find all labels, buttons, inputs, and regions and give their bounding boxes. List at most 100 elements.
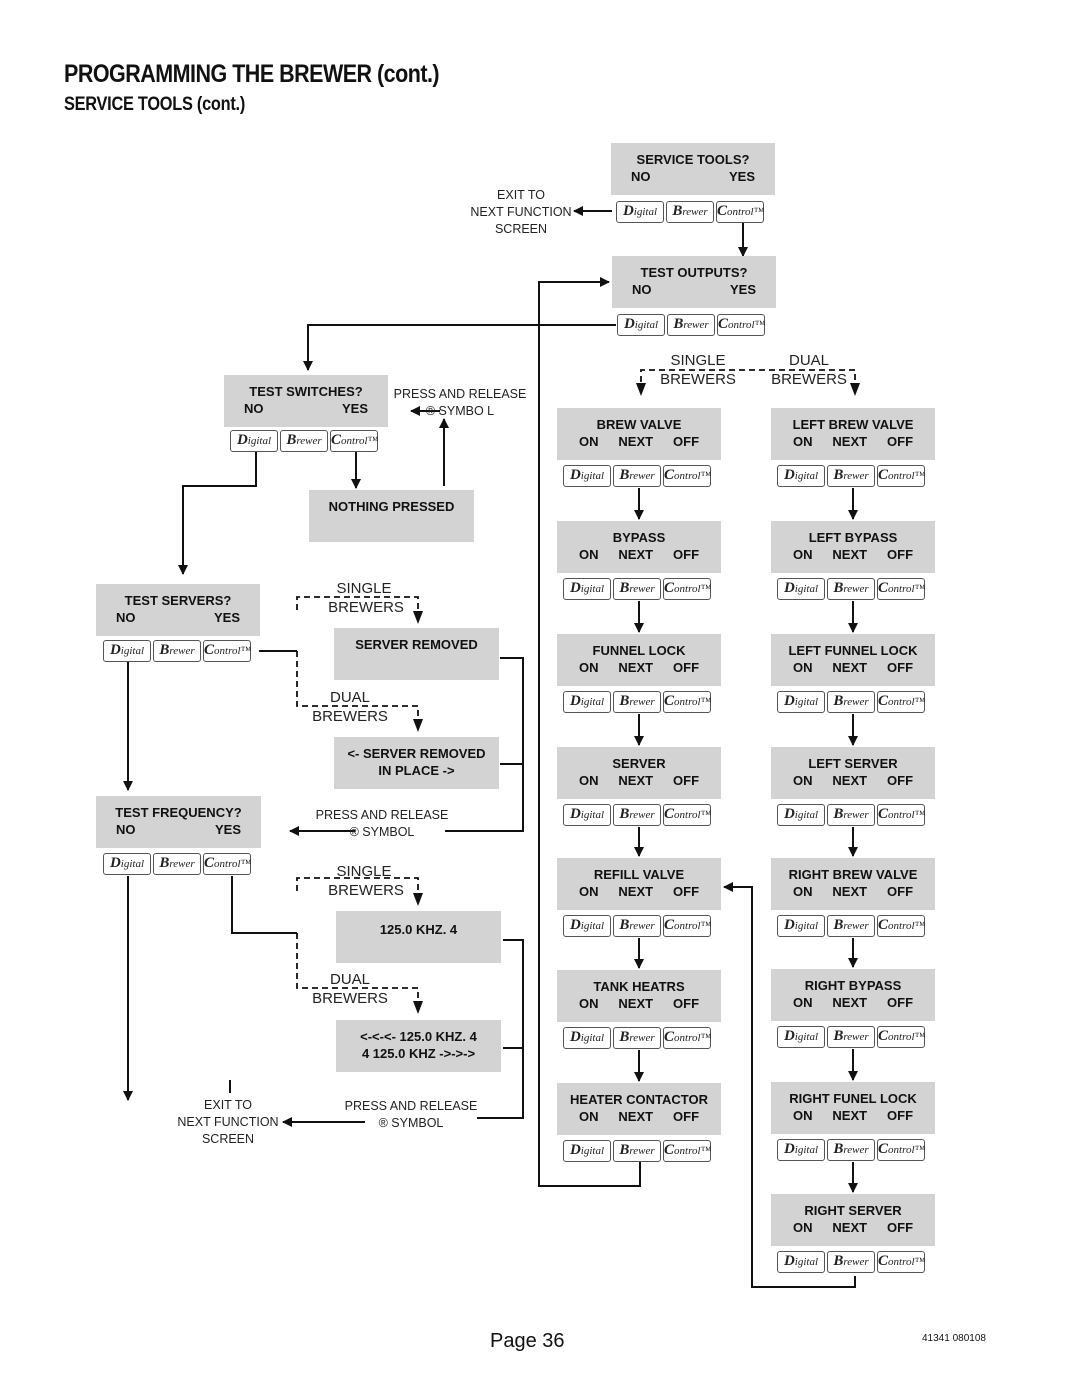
digital-key-initial: D (236, 432, 248, 448)
control-key[interactable]: Control™ (663, 1027, 711, 1049)
control-key[interactable]: Control™ (330, 430, 378, 452)
digital-key[interactable]: Digital (777, 691, 825, 713)
digital-key-initial: D (783, 1028, 795, 1044)
digital-key[interactable]: Digital (563, 578, 611, 600)
digital-key-label: igital (794, 583, 819, 595)
single-output-on: ON (578, 434, 599, 449)
server-removed-title: SERVER REMOVED (355, 637, 478, 652)
control-key-initial: C (878, 806, 889, 822)
control-key-initial: C (331, 432, 342, 448)
control-key[interactable]: Control™ (663, 465, 711, 487)
control-key[interactable]: Control™ (663, 578, 711, 600)
digital-key[interactable]: Digital (777, 578, 825, 600)
digital-key[interactable]: Digital (230, 430, 278, 452)
arrow-to-test-switches (303, 324, 616, 371)
control-key[interactable]: Control™ (663, 1140, 711, 1162)
control-key[interactable]: Control™ (877, 1251, 925, 1273)
single-output-on: ON (578, 547, 599, 562)
server-removed-dual-line1: <- SERVER REMOVED (347, 746, 486, 761)
digital-key[interactable]: Digital (563, 1027, 611, 1049)
brewer-key[interactable]: Brewer (827, 1251, 875, 1273)
brewer-key[interactable]: Brewer (666, 201, 714, 223)
control-key[interactable]: Control™ (717, 314, 765, 336)
brewer-key-initial: B (619, 917, 630, 933)
control-key[interactable]: Control™ (663, 804, 711, 826)
brewer-key[interactable]: Brewer (827, 465, 875, 487)
brewer-key[interactable]: Brewer (613, 1140, 661, 1162)
brewer-key[interactable]: Brewer (827, 915, 875, 937)
brewer-key[interactable]: Brewer (153, 640, 201, 662)
single-output-next: NEXT (618, 996, 654, 1011)
digital-key[interactable]: Digital (777, 915, 825, 937)
digital-key[interactable]: Digital (777, 465, 825, 487)
brewer-key[interactable]: Brewer (613, 804, 661, 826)
digital-key[interactable]: Digital (563, 1140, 611, 1162)
control-key[interactable]: Control™ (716, 201, 764, 223)
control-key-label: ontrol™ (728, 319, 766, 331)
brewer-key[interactable]: Brewer (613, 915, 661, 937)
digital-key[interactable]: Digital (563, 915, 611, 937)
control-key[interactable]: Control™ (203, 853, 251, 875)
brewer-key-label: rewer (629, 470, 655, 482)
control-key[interactable]: Control™ (877, 465, 925, 487)
brewer-key[interactable]: Brewer (827, 691, 875, 713)
digital-key-label: igital (580, 1032, 605, 1044)
brewer-key[interactable]: Brewer (613, 465, 661, 487)
brewer-key[interactable]: Brewer (827, 804, 875, 826)
digital-key[interactable]: Digital (617, 314, 665, 336)
brewer-key[interactable]: Brewer (613, 1027, 661, 1049)
brewer-key[interactable]: Brewer (827, 578, 875, 600)
control-key[interactable]: Control™ (877, 804, 925, 826)
digital-key[interactable]: Digital (563, 691, 611, 713)
freq-dual-label: DUAL (330, 971, 370, 988)
brewer-key-initial: B (833, 1028, 844, 1044)
brewer-key[interactable]: Brewer (827, 1139, 875, 1161)
control-key[interactable]: Control™ (203, 640, 251, 662)
exit-top-line3: SCREEN (495, 222, 547, 236)
test-frequency-no: NO (116, 822, 136, 837)
brewer-key[interactable]: Brewer (667, 314, 715, 336)
dual-output-title: LEFT BREW VALVE (792, 417, 914, 432)
digital-key[interactable]: Digital (777, 1026, 825, 1048)
arrow-loop-to-refill (723, 882, 856, 1288)
digital-key[interactable]: Digital (563, 465, 611, 487)
brewer-key[interactable]: Brewer (613, 691, 661, 713)
control-key[interactable]: Control™ (877, 1026, 925, 1048)
control-key[interactable]: Control™ (663, 691, 711, 713)
brewer-key-initial: B (286, 432, 297, 448)
digital-key[interactable]: Digital (103, 640, 151, 662)
press-release-servers-line2: ® SYMBOL (350, 825, 415, 839)
outputs-single-brewers-label: BREWERS (660, 371, 736, 388)
brewer-key[interactable]: Brewer (613, 578, 661, 600)
control-key[interactable]: Control™ (877, 578, 925, 600)
control-key[interactable]: Control™ (877, 1139, 925, 1161)
digital-key[interactable]: Digital (777, 804, 825, 826)
brewer-key-label: rewer (629, 809, 655, 821)
outputs-dual-brewers-label: BREWERS (771, 371, 847, 388)
control-key-label: ontrol™ (888, 1144, 926, 1156)
brewer-key[interactable]: Brewer (280, 430, 328, 452)
brewer-key-label: rewer (629, 1032, 655, 1044)
dual-output-off: OFF (887, 884, 914, 899)
control-key[interactable]: Control™ (663, 915, 711, 937)
digital-key[interactable]: Digital (616, 201, 664, 223)
brewer-key-label: rewer (843, 920, 869, 932)
digital-key-label: igital (794, 1256, 819, 1268)
control-key[interactable]: Control™ (877, 915, 925, 937)
digital-key[interactable]: Digital (777, 1139, 825, 1161)
brewer-key-label: rewer (843, 809, 869, 821)
dual-output-off: OFF (887, 434, 914, 449)
digital-key[interactable]: Digital (563, 804, 611, 826)
control-key[interactable]: Control™ (877, 691, 925, 713)
digital-key[interactable]: Digital (103, 853, 151, 875)
brewer-key[interactable]: Brewer (153, 853, 201, 875)
brewer-key[interactable]: Brewer (827, 1026, 875, 1048)
digital-key[interactable]: Digital (777, 1251, 825, 1273)
digital-key-label: igital (580, 696, 605, 708)
document-number: 41341 080108 (922, 1333, 986, 1344)
